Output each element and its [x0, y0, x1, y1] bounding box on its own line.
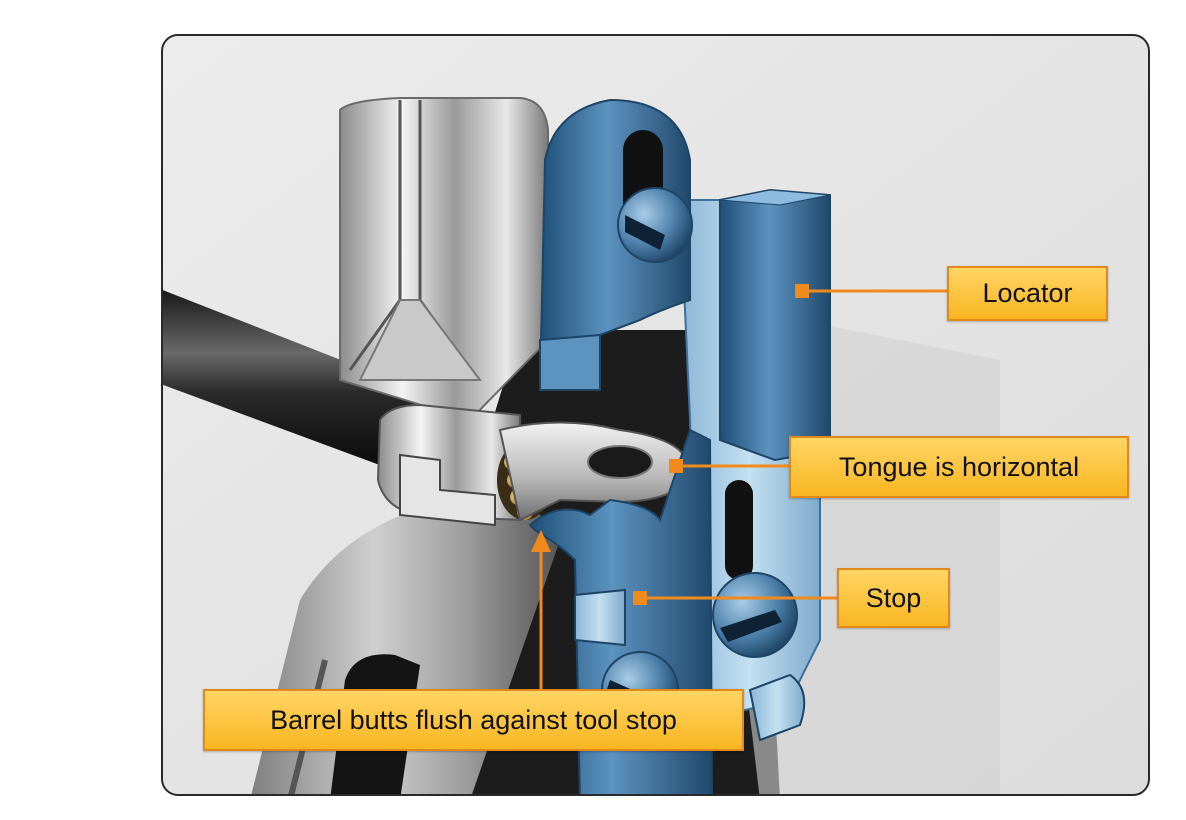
leader-barrel-arrow — [531, 530, 551, 552]
callout-locator: Locator — [947, 266, 1108, 321]
cable — [162, 285, 430, 480]
tongue-hole — [587, 445, 653, 479]
upper-screw — [617, 187, 693, 263]
right-screw — [712, 572, 798, 658]
leader-tongue-dot — [669, 459, 683, 473]
stop-tab — [574, 588, 626, 647]
callout-tongue-horizontal: Tongue is horizontal — [789, 436, 1129, 498]
callout-barrel-flush: Barrel butts flush against tool stop — [203, 689, 744, 751]
frame-border — [161, 34, 1150, 796]
leader-stop-dot — [633, 591, 647, 605]
barrel-seam — [399, 453, 496, 527]
locator-block — [719, 188, 831, 462]
pivot-pin — [748, 673, 806, 742]
locator-slot — [725, 480, 753, 580]
leader-lines — [531, 284, 947, 689]
callout-stop: Stop — [837, 568, 950, 628]
leader-locator-dot — [795, 284, 809, 298]
upper-die-notch — [358, 299, 482, 381]
